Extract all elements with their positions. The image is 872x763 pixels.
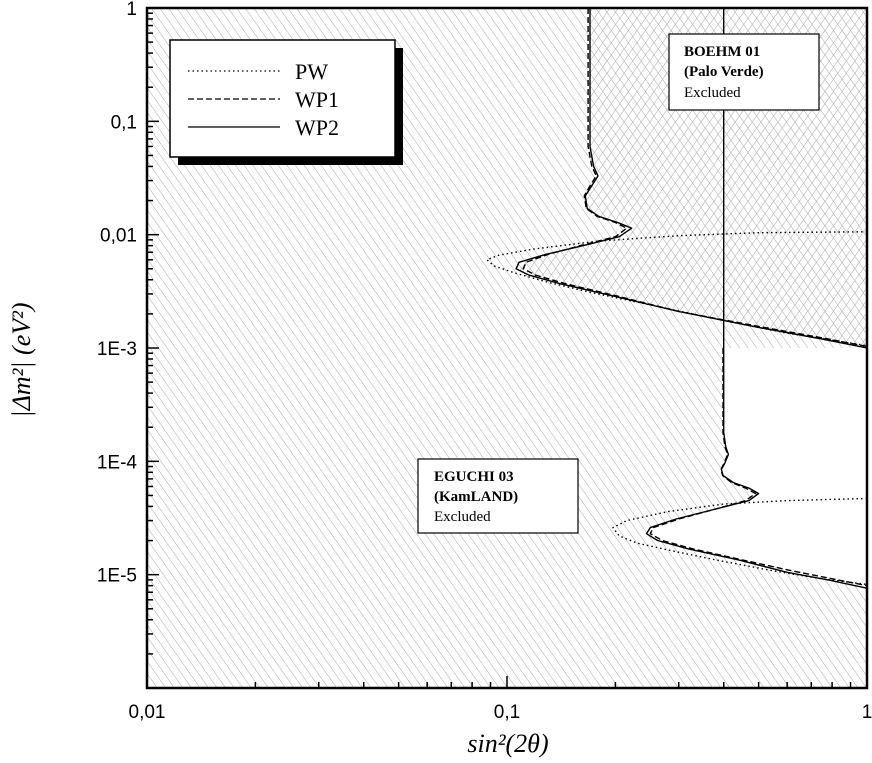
y-axis-title: |Δm²| (eV²) <box>7 302 36 417</box>
curve-wp2-2 <box>645 8 867 589</box>
y-tick-label: 0,01 <box>100 226 137 247</box>
y-tick-label: 1E-4 <box>97 452 138 473</box>
eguchi-annotation: EGUCHI 03 (KamLAND) Excluded <box>417 458 579 534</box>
exclusion-curves <box>486 8 867 589</box>
legend-label-wp2: WP2 <box>295 115 339 140</box>
legend-item-pw: PW <box>188 59 328 84</box>
legend-label-wp1: WP1 <box>295 87 339 112</box>
legend-item-wp2: WP2 <box>188 115 339 140</box>
y-tick-label: 0,1 <box>111 112 137 133</box>
x-tick-label: 0,01 <box>129 702 166 723</box>
eguchi-box <box>417 458 579 534</box>
boehm-annotation: BOEHM 01 (Palo Verde) Excluded <box>668 33 820 111</box>
y-tick-label: 1E-3 <box>97 339 137 360</box>
boehm-title: BOEHM 01 <box>684 44 760 60</box>
boehm-box <box>668 33 820 111</box>
tick-labels: 0,01 0,1 1 1 0,1 0,01 1E-3 1E-4 1E-5 <box>97 0 872 723</box>
allowed-region-eguchi <box>646 348 867 589</box>
boehm-subtitle: (Palo Verde) <box>684 64 764 80</box>
x-tick-label: 1 <box>862 702 872 723</box>
y-tick-label: 1 <box>126 0 137 20</box>
eguchi-subtitle: (KamLAND) <box>434 489 518 505</box>
x-axis-title: sin²(2θ) <box>467 729 548 758</box>
eguchi-title: EGUCHI 03 <box>434 469 514 485</box>
y-tick-label: 1E-5 <box>97 566 137 587</box>
excluded-hatch-regions <box>147 8 867 688</box>
legend-item-wp1: WP1 <box>188 87 339 112</box>
x-tick-label: 0,1 <box>494 702 520 723</box>
eguchi-note: Excluded <box>434 509 491 525</box>
legend-box <box>169 39 396 158</box>
boehm-note: Excluded <box>684 85 741 101</box>
legend: PW WP1 WP2 <box>169 39 403 165</box>
plot-frame <box>145 6 869 690</box>
curve-wp1-2 <box>649 348 867 587</box>
curve-wp2-1 <box>515 8 867 349</box>
legend-label-pw: PW <box>295 59 328 84</box>
